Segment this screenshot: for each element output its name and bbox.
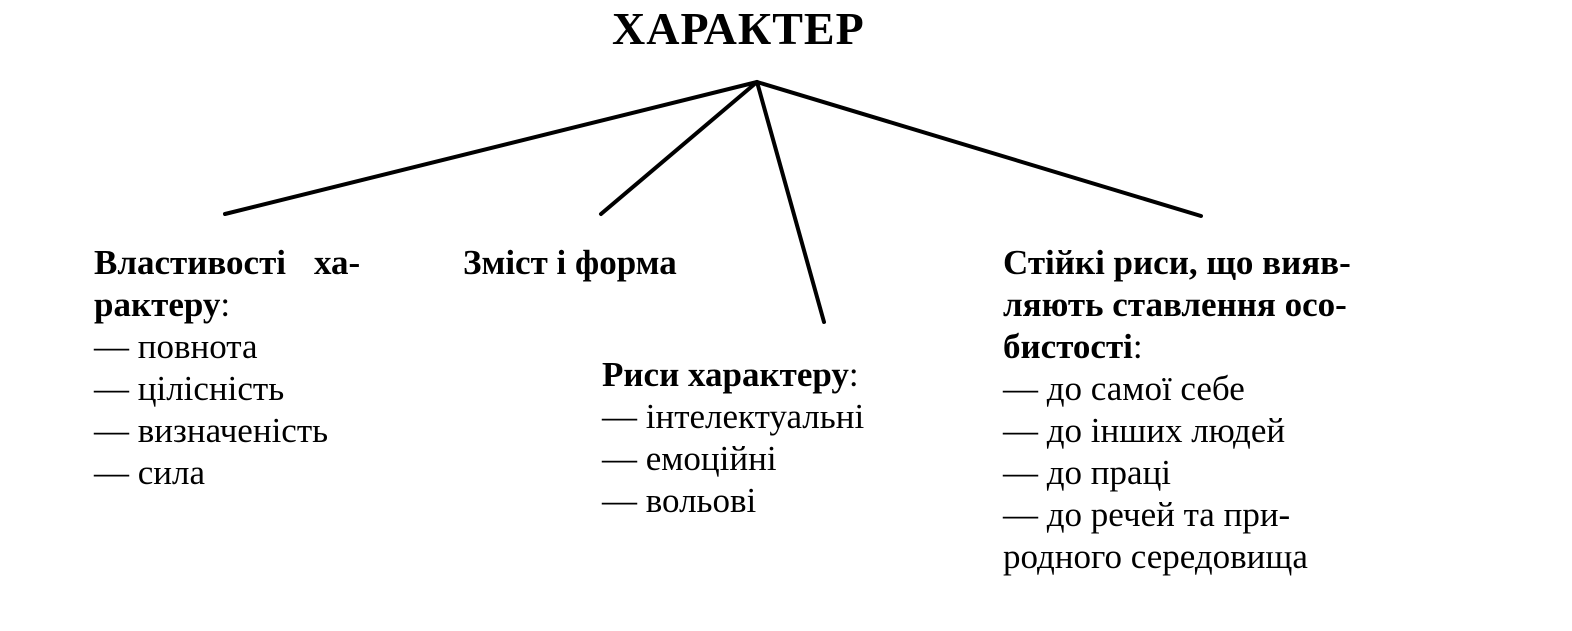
branch-traits-heading: Риси характеру: — [602, 355, 859, 394]
branch-properties: Властивості ха- рактеру: — повнота — цілі… — [94, 242, 360, 494]
connector-line-traits — [755, 80, 826, 324]
list-item: — до інших людей — [1003, 411, 1286, 450]
list-item: — цілісність — [94, 369, 285, 408]
branch-relations-heading-line2: ляють ставлення осо- — [1003, 285, 1347, 324]
list-item: — повнота — [94, 327, 258, 366]
list-item: — вольові — [602, 481, 757, 520]
branch-properties-heading: Властивості ха- — [94, 242, 360, 284]
branch-relations-heading-line1: Стійкі риси, що вияв- — [1003, 243, 1351, 282]
branch-relations-heading-line3: бистості: — [1003, 327, 1143, 366]
connector-line-properties — [223, 80, 759, 216]
list-item: — сила — [94, 453, 206, 492]
branch-properties-heading-word2: ха- — [314, 243, 361, 282]
branch-content-form-heading: Зміст і форма — [463, 243, 677, 282]
branch-traits: Риси характеру: — інтелектуальні — емоці… — [602, 354, 864, 522]
connector-line-content-form — [599, 80, 759, 216]
branch-relations: Стійкі риси, що вияв- ляють ставлення ос… — [1003, 242, 1351, 578]
list-item: — до праці — [1003, 453, 1172, 492]
list-item: — до речей та при- — [1003, 495, 1291, 534]
list-item: — визначеність — [94, 411, 329, 450]
list-item: родного середовища — [1003, 537, 1308, 576]
branch-content-form: Зміст і форма — [463, 242, 677, 284]
connector-line-relations — [755, 80, 1203, 218]
diagram-title: ХАРАКТЕР — [612, 3, 865, 54]
list-item: — інтелектуальні — [602, 397, 865, 436]
list-item: — до самої себе — [1003, 369, 1245, 408]
branch-properties-heading-word1: Властивості — [94, 243, 286, 282]
branch-properties-heading-line2: рактеру: — [94, 285, 231, 324]
list-item: — емоційні — [602, 439, 777, 478]
